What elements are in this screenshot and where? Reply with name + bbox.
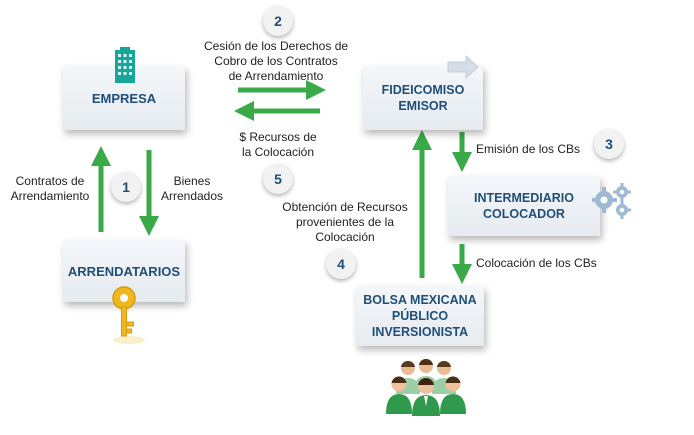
emision-label: Emisión de los CBs	[476, 142, 581, 156]
key-icon	[112, 286, 145, 344]
step-3: 3	[594, 129, 624, 159]
obtencion-label: Obtención de Recursos provenientes de la…	[282, 200, 408, 244]
cesion-label: Cesión de los Derechos de Cobro de los C…	[203, 39, 349, 83]
step-5: 5	[263, 164, 293, 194]
recursos-label: $ Recursos de la Colocación	[239, 130, 317, 159]
bolsa-label-line3: INVERSIONISTA	[371, 325, 469, 339]
empresa-label: EMPRESA	[91, 90, 157, 106]
bienes-label: Bienes Arrendados	[160, 174, 224, 203]
forward-arrow-icon	[447, 54, 479, 80]
bolsa-label-line1: BOLSA MEXICANA	[363, 293, 477, 307]
bolsa-label-line2: PÚBLICO	[391, 309, 449, 323]
step-1: 1	[111, 172, 141, 202]
intermediario-label-line1: INTERMEDIARIO	[474, 191, 574, 205]
people-icon	[386, 358, 466, 416]
intermediario-box: INTERMEDIARIO COLOCADOR	[448, 176, 600, 236]
fideicomiso-box: FIDEICOMISO EMISOR	[363, 66, 483, 130]
contratos-label: Contratos de Arrendamiento	[10, 174, 90, 203]
intermediario-label-line2: COLOCADOR	[483, 207, 565, 221]
bolsa-box: BOLSA MEXICANA PÚBLICO INVERSIONISTA	[356, 286, 484, 346]
fideicomiso-label-line2: EMISOR	[398, 99, 448, 113]
gears-icon	[592, 183, 631, 219]
arrendatarios-label: ARRENDATARIOS	[67, 263, 181, 279]
colocacion-label: Colocación de los CBs	[476, 256, 597, 270]
step-4: 4	[326, 249, 356, 279]
fideicomiso-label-line1: FIDEICOMISO	[381, 83, 465, 97]
step-2: 2	[263, 6, 293, 36]
building-icon	[115, 47, 135, 83]
